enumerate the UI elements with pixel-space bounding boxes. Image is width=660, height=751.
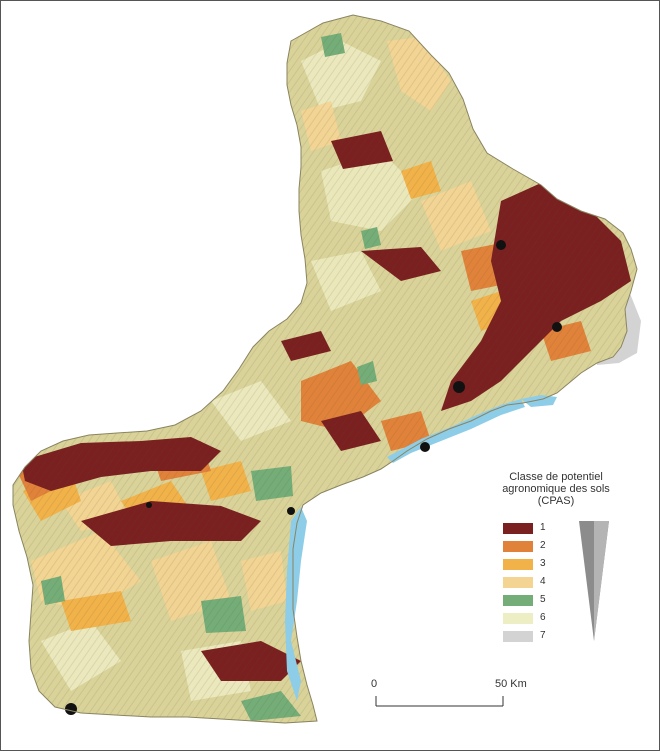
legend-swatch [503,577,533,588]
scale-bar: 0 50 Km [371,678,531,718]
legend-item-class-6: 6 [503,612,563,626]
legend-label: 4 [540,576,546,587]
legend: Classe de potentiel agronomique des sols… [491,471,641,642]
region-boundary [12,14,638,724]
legend-swatch [503,613,533,624]
legend-label: 2 [540,540,546,551]
legend-label: 7 [540,630,546,641]
legend-item-class-7: 7 [503,630,563,644]
legend-label: 3 [540,558,546,569]
potential-gradient-wedge-icon [579,521,609,641]
legend-title-line-2: agronomique des sols [502,483,610,495]
legend-swatch [503,559,533,570]
legend-item-class-1: 1 [503,522,563,536]
legend-swatch [503,541,533,552]
legend-label: 1 [540,522,546,533]
scale-line [375,696,504,707]
legend-label: 5 [540,594,546,605]
scale-start-label: 0 [371,678,378,690]
legend-item-class-2: 2 [503,540,563,554]
legend-title-line-1: Classe de potentiel [509,471,603,483]
legend-swatch [503,631,533,642]
legend-title: Classe de potentiel agronomique des sols… [491,471,621,507]
urban-areas [65,240,562,715]
legend-title-line-3: (CPAS) [537,495,575,507]
legend-item-class-3: 3 [503,558,563,572]
scale-end-label: 50 Km [495,678,527,690]
legend-swatch [503,523,533,534]
legend-item-class-5: 5 [503,594,563,608]
legend-label: 6 [540,612,546,623]
legend-item-class-4: 4 [503,576,563,590]
legend-swatch [503,595,533,606]
